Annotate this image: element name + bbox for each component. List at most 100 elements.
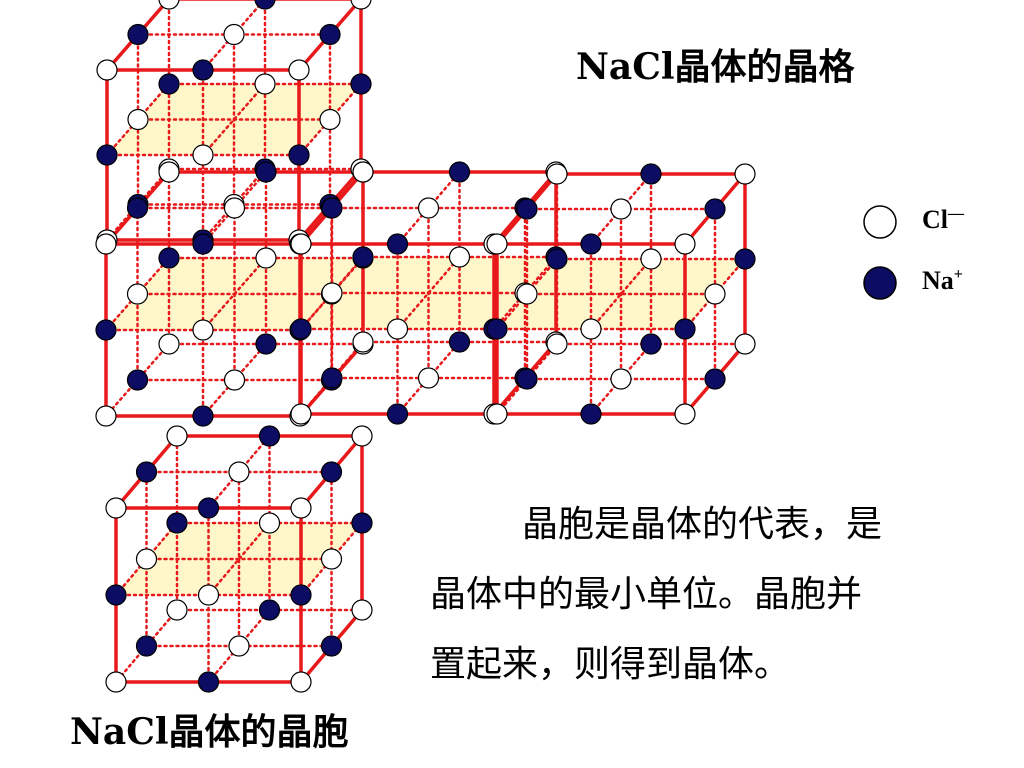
chloride-ion (516, 283, 538, 305)
chloride-ion (352, 331, 374, 353)
chloride-ion (580, 318, 602, 340)
chloride-ion (290, 671, 312, 693)
sodium-ion (126, 369, 149, 391)
chloride-ion (105, 671, 127, 693)
sodium-ion (321, 197, 343, 219)
sodium-ion (166, 512, 188, 534)
chloride-ion (158, 333, 180, 355)
sodium-ion (127, 23, 149, 46)
sodium-ion (319, 23, 341, 46)
sodium-ion (254, 0, 276, 10)
chloride-ion (320, 548, 343, 570)
chloride-ion (386, 318, 409, 340)
sodium-ion (197, 497, 220, 519)
chloride-ion (290, 233, 312, 255)
sodium-ion (126, 197, 149, 219)
sodium-ion (640, 333, 662, 355)
sodium-ion (290, 584, 312, 606)
sodium-ion (448, 331, 471, 353)
sodium-ion (640, 163, 662, 185)
sodium-ion (320, 461, 343, 483)
sodium-ion (546, 248, 568, 270)
chloride-ion (610, 368, 632, 390)
chloride-ion (352, 161, 374, 183)
chloride-ion (610, 198, 632, 220)
chloride-ion (95, 405, 117, 427)
sodium-ion (351, 512, 373, 534)
chloride-ion (254, 73, 276, 95)
chloride-ion (126, 283, 149, 305)
chloride-ion (734, 333, 756, 355)
chloride-ion (350, 0, 372, 10)
sodium-ion (320, 635, 343, 657)
sodium-ion (135, 461, 158, 483)
chloride-ion (546, 333, 568, 355)
sodium-ion (352, 246, 374, 268)
sodium-ion (158, 73, 180, 95)
sodium-ion (290, 318, 312, 340)
chloride-ion (258, 512, 281, 534)
chloride-ion (223, 197, 246, 219)
chloride-ion (158, 0, 180, 10)
lattice-right-cube-grid-line (589, 172, 653, 246)
sodium-ion (192, 59, 214, 81)
description-line-3: 置起来，则得到晶体。 (430, 644, 791, 685)
sodium-ion (258, 599, 281, 621)
chloride-ion (546, 163, 568, 185)
chloride-ion (255, 247, 277, 269)
sodium-ion (321, 367, 343, 389)
chloride-ion (290, 497, 312, 519)
description-text: 晶胞是晶体的代表，是 晶体中的最小单位。晶胞并 置起来，则得到晶体。 (430, 490, 990, 700)
sodium-ion (95, 319, 117, 341)
chloride-ion (197, 584, 220, 606)
sodium-ion (258, 425, 281, 447)
chloride-ion (486, 233, 508, 255)
unit-cell-title: NaCl晶体的晶胞 (70, 711, 349, 753)
lattice-right-cube-hidden-edge (495, 342, 559, 416)
lattice-right-cube-grid-line (495, 257, 559, 331)
chloride-ion (486, 403, 508, 425)
sodium-ion (486, 318, 508, 340)
sodium-ion (96, 144, 118, 166)
lattice-title: NaCl晶体的晶格 (576, 46, 855, 88)
chloride-ion (704, 283, 726, 305)
chloride-ion (417, 197, 440, 219)
sodium-ion (158, 247, 180, 269)
sodium-ion (516, 198, 538, 220)
chloride-ion (228, 635, 250, 657)
sodium-ion (105, 584, 127, 606)
chloride-ion (640, 248, 662, 270)
description-line-2: 晶体中的最小单位。晶胞并 (430, 574, 863, 615)
chloride-ion (166, 599, 188, 621)
chloride-ion (192, 319, 214, 341)
lattice-right-cube-grid-line (589, 342, 653, 416)
chloride-ion (288, 59, 310, 81)
chloride-ion (290, 403, 312, 425)
chloride-ion (158, 161, 180, 183)
chloride-ion (96, 59, 118, 81)
chloride-ion (448, 246, 471, 268)
chloride-ion (192, 144, 214, 166)
sodium-ion (350, 73, 372, 95)
lattice-right-cube-grid-line (589, 257, 653, 331)
sodium-ion (516, 368, 538, 390)
sodium-ion (580, 233, 602, 255)
sodium-ion (135, 635, 158, 657)
chloride-ion (417, 367, 440, 389)
chloride-ion (135, 548, 158, 570)
chloride-ion (228, 461, 250, 483)
legend-chloride-marker (863, 205, 897, 239)
sodium-ion (734, 248, 756, 270)
chloride-ion (351, 599, 373, 621)
legend-chloride-label: Cl— (922, 205, 964, 234)
chloride-ion (105, 497, 127, 519)
legend-sodium-label: Na+ (922, 266, 963, 295)
sodium-ion (448, 161, 471, 183)
sodium-ion (288, 144, 310, 166)
sodium-ion (704, 198, 726, 220)
sodium-ion (704, 368, 726, 390)
chloride-ion (674, 233, 696, 255)
sodium-ion (580, 403, 602, 425)
chloride-ion (223, 369, 246, 391)
